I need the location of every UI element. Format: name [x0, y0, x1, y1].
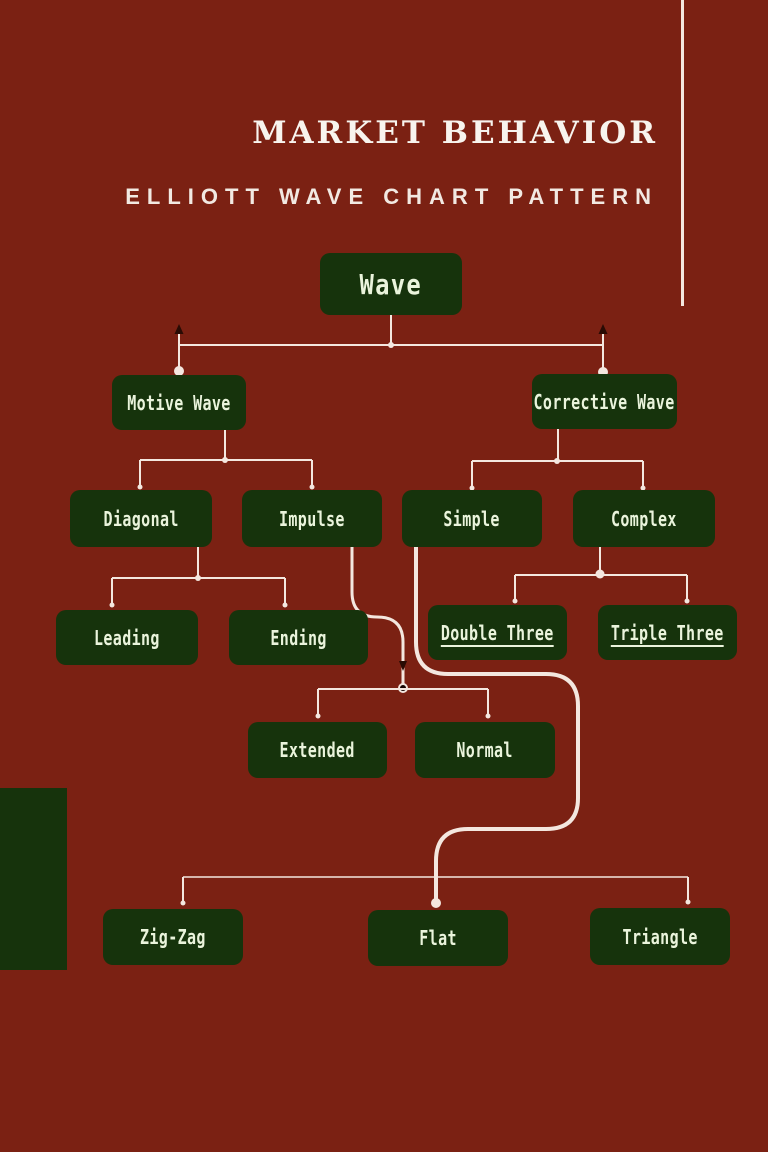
node-triangle: Triangle [590, 908, 730, 965]
edge-bottom-row [180, 876, 691, 908]
node-leading: Leading [56, 610, 198, 665]
node-wave: Wave [320, 253, 462, 315]
edge-simple-bottom [414, 545, 580, 901]
node-simple: Simple [402, 490, 542, 547]
arrowhead-down-impulse [399, 661, 407, 671]
node-ending-label: Ending [270, 625, 327, 650]
right-accent-line [681, 0, 684, 306]
node-diagonal: Diagonal [70, 490, 212, 547]
node-simple-label: Simple [443, 506, 501, 531]
node-complex-label: Complex [611, 506, 677, 531]
node-zigzag: Zig-Zag [103, 909, 243, 965]
arrowhead-up-right [598, 324, 608, 334]
node-ending: Ending [229, 610, 368, 665]
node-normal: Normal [415, 722, 555, 778]
node-impulse-label: Impulse [279, 506, 345, 531]
node-double-three: Double Three [428, 605, 567, 660]
node-motive-wave-label: Motive Wave [127, 390, 231, 415]
left-accent-block [0, 788, 67, 970]
node-impulse: Impulse [242, 490, 382, 547]
arrowhead-up-left [174, 324, 184, 334]
node-normal-label: Normal [456, 738, 514, 762]
edge-complex-children [512, 547, 690, 604]
node-diagonal-label: Diagonal [103, 506, 179, 531]
node-flat: Flat [368, 910, 508, 966]
page-title: MARKET BEHAVIOR [252, 115, 658, 151]
node-wave-label: Wave [359, 267, 423, 301]
edge-corrective-children [469, 429, 646, 491]
node-zigzag-label: Zig-Zag [140, 925, 206, 949]
node-extended-label: Extended [279, 738, 356, 762]
node-motive-wave: Motive Wave [112, 375, 246, 430]
edge-diagonal-children [109, 547, 288, 608]
node-corrective-wave-label: Corrective Wave [533, 389, 676, 414]
node-flat-label: Flat [419, 926, 457, 950]
node-extended: Extended [248, 722, 387, 778]
node-triple-three: Triple Three [598, 605, 737, 660]
edge-junction-extended-normal [315, 688, 491, 719]
node-double-three-label: Double Three [441, 620, 554, 645]
node-leading-label: Leading [94, 625, 160, 650]
node-triangle-label: Triangle [622, 924, 698, 949]
edge-motive-children [137, 430, 315, 490]
edge-wave-split [174, 315, 608, 377]
page-subtitle: ELLIOTT WAVE CHART PATTERN [125, 184, 658, 209]
node-complex: Complex [573, 490, 715, 547]
node-corrective-wave: Corrective Wave [532, 374, 677, 429]
node-triple-three-label: Triple Three [611, 620, 724, 645]
